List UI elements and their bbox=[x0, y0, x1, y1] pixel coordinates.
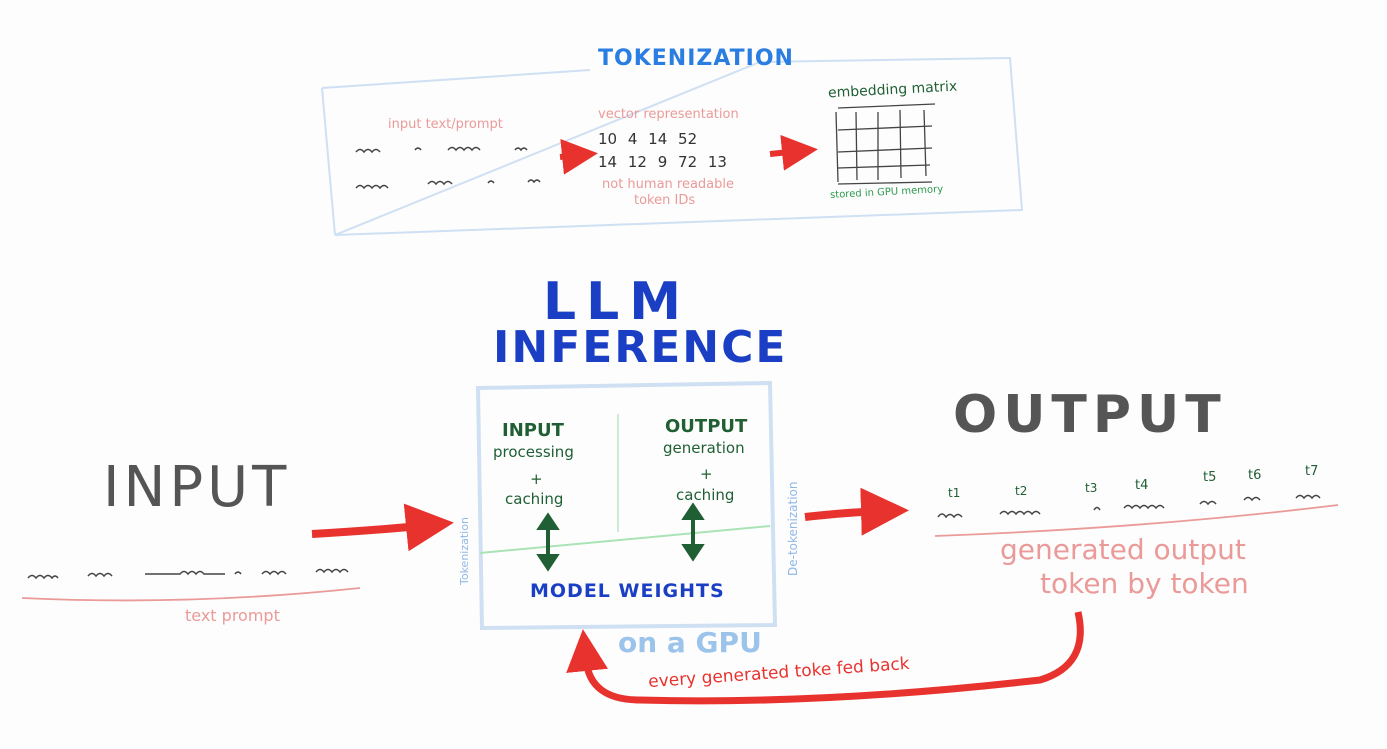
on-a-gpu-label: on a GPU bbox=[618, 626, 762, 659]
input-plus: + bbox=[530, 470, 543, 488]
arrow-llm-to-output bbox=[804, 487, 909, 536]
text-prompt-caption: text prompt bbox=[185, 606, 280, 625]
input-heading: INPUT bbox=[103, 455, 291, 520]
input-processing-sub: processing bbox=[493, 443, 574, 461]
token-label: t5 bbox=[1203, 470, 1217, 485]
vector-representation-label: vector representation bbox=[598, 107, 739, 122]
token-ids-row-2: 14 12 9 72 13 bbox=[598, 153, 727, 171]
tokenization-side-label: Tokenization bbox=[458, 517, 471, 585]
inference-box-frame bbox=[475, 380, 778, 631]
model-weights-label: MODEL WEIGHTS bbox=[530, 580, 725, 602]
embedding-matrix-grid bbox=[835, 103, 936, 185]
weights-arrows bbox=[536, 502, 705, 572]
output-token-squiggles bbox=[937, 494, 1321, 519]
detokenization-side-label: De-tokenization bbox=[786, 481, 800, 576]
inference-title: INFERENCE bbox=[493, 322, 788, 373]
token-label: t6 bbox=[1248, 468, 1262, 483]
output-underline bbox=[934, 504, 1339, 537]
input-processing-heading: INPUT bbox=[502, 420, 564, 441]
output-heading: OUTPUT bbox=[953, 385, 1227, 445]
tokenization-frame bbox=[321, 56, 1024, 236]
llm-title: LLM bbox=[543, 272, 692, 332]
token-ids-row-1: 10 4 14 52 bbox=[598, 130, 698, 148]
not-human-readable-note: not human readable bbox=[602, 177, 735, 192]
token-ids-note: token IDs bbox=[634, 193, 696, 208]
generated-output-caption: generated output bbox=[1000, 533, 1246, 566]
arrow-to-matrix bbox=[769, 134, 818, 171]
feedback-arrow bbox=[566, 611, 1084, 705]
input-text-squiggles bbox=[355, 146, 541, 190]
token-label: t7 bbox=[1305, 464, 1319, 479]
token-label: t4 bbox=[1135, 478, 1149, 493]
input-text-label: input text/prompt bbox=[388, 117, 503, 132]
inference-divider-horizontal bbox=[479, 525, 771, 554]
output-generation-sub: generation bbox=[663, 439, 745, 457]
tokenization-title: TOKENIZATION bbox=[598, 46, 794, 71]
token-by-token-caption: token by token bbox=[1040, 567, 1249, 600]
input-caching: caching bbox=[505, 490, 564, 508]
token-label: t3 bbox=[1085, 481, 1098, 495]
token-label: t1 bbox=[948, 486, 961, 500]
arrow-input-to-llm bbox=[311, 503, 454, 552]
token-label: t2 bbox=[1015, 484, 1028, 498]
input-prompt-squiggles bbox=[27, 568, 349, 580]
output-generation-heading: OUTPUT bbox=[665, 416, 748, 437]
output-caching: caching bbox=[676, 486, 735, 504]
arrow-to-vectors bbox=[559, 138, 598, 175]
output-plus: + bbox=[700, 465, 713, 483]
input-underline bbox=[21, 587, 361, 602]
